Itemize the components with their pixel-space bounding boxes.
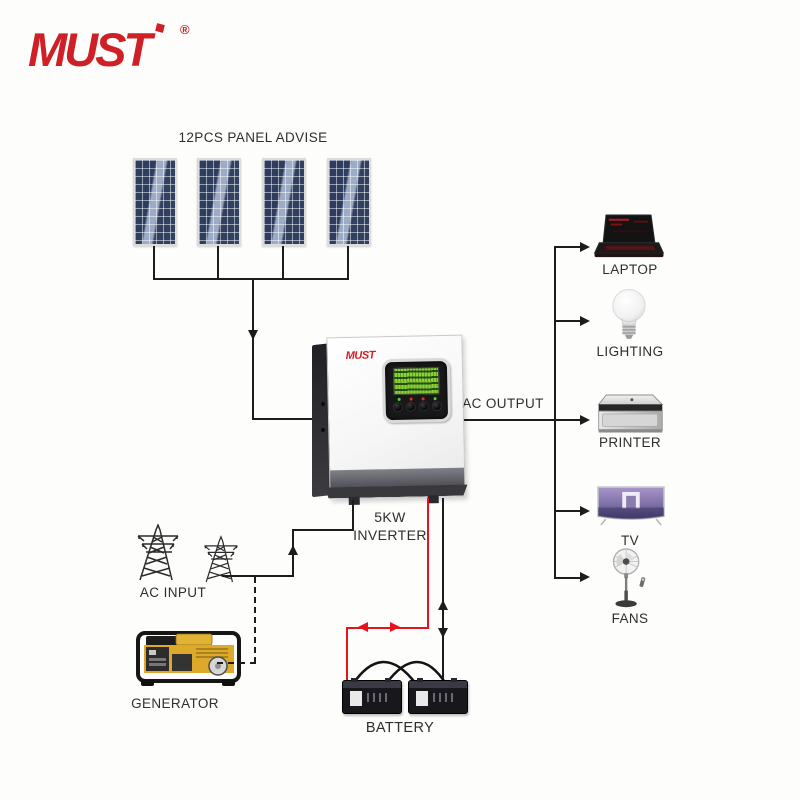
printer-icon — [597, 394, 664, 433]
registered-trademark-icon: ® — [180, 22, 190, 37]
arrow-down-icon — [438, 628, 448, 638]
arrow-right-icon — [580, 506, 590, 516]
side-port-dot — [321, 427, 325, 433]
pv-to-inverter-wire — [252, 418, 330, 420]
inverter-brand-logo: MUST — [345, 349, 376, 363]
lighting-branch-wire — [554, 320, 582, 322]
laptop-icon — [593, 214, 665, 258]
generator-label: GENERATOR — [131, 696, 219, 711]
status-led-icon — [433, 397, 437, 401]
battery-positive-wire — [346, 627, 429, 629]
solar-panel — [327, 158, 371, 246]
ac-output-label: AC OUTPUT — [462, 396, 544, 411]
arrow-left-icon — [358, 622, 368, 632]
solar-panel — [262, 158, 306, 246]
battery-terminal — [451, 678, 457, 682]
battery-negative-wire — [442, 498, 444, 685]
battery-positive-wire — [346, 627, 348, 685]
inverter-type: INVERTER — [353, 527, 427, 543]
solar-panel — [197, 158, 241, 246]
tv-label: TV — [620, 533, 640, 548]
lighting-label: LIGHTING — [596, 344, 664, 359]
arrow-up-icon — [288, 545, 298, 555]
bulb-icon — [612, 289, 646, 339]
printer-label: PRINTER — [598, 435, 662, 450]
ac-input-wire — [292, 529, 354, 531]
arrow-right-icon — [580, 242, 590, 252]
battery-link-cables — [351, 660, 448, 686]
status-led-icon — [397, 397, 401, 401]
battery-unit — [342, 678, 402, 714]
pv-to-inverter-wire — [252, 278, 254, 420]
display-button-row — [391, 401, 443, 413]
arrow-down-icon — [248, 330, 258, 340]
battery-markings — [433, 693, 455, 702]
ac-output-branch-wire — [554, 246, 556, 579]
inverter-front-panel: MUST — [326, 334, 465, 506]
arrow-up-icon — [438, 600, 448, 610]
generator-wire-dashed — [254, 577, 256, 663]
logo-tee-dot — [155, 23, 165, 33]
generator-wire-dashed — [217, 662, 256, 664]
pv-wire — [217, 246, 219, 280]
arrow-right-icon — [580, 316, 590, 326]
laptop-label: LAPTOP — [602, 262, 658, 277]
display-button — [405, 401, 416, 412]
solar-panel — [133, 158, 177, 246]
display-button — [392, 401, 403, 413]
battery-terminal — [385, 678, 391, 682]
inverter-unit: MUST — [312, 334, 465, 512]
arrow-right-icon — [580, 415, 590, 425]
inverter-display-module — [381, 357, 452, 424]
fan-icon — [612, 548, 646, 608]
pv-wire — [282, 246, 284, 280]
generator-icon — [136, 631, 241, 686]
ac-input-wire — [352, 500, 354, 531]
pv-wire — [347, 246, 349, 280]
inverter-foot — [427, 495, 439, 504]
battery-unit — [408, 678, 468, 714]
lcd-screen — [392, 367, 440, 396]
fans-label: FANS — [611, 611, 649, 626]
arrow-right-icon — [390, 622, 400, 632]
brand-logo: MUST ® — [28, 20, 208, 84]
battery-terminal — [417, 678, 423, 682]
tv-icon — [597, 486, 665, 526]
arrow-right-icon — [580, 572, 590, 582]
pv-bus-wire — [153, 278, 349, 280]
battery-sticker — [350, 691, 362, 706]
display-button — [431, 401, 442, 412]
fans-branch-wire — [554, 577, 582, 579]
laptop-branch-wire — [554, 246, 582, 248]
battery-positive-wire — [427, 498, 429, 629]
inverter-name-label: 5KW INVERTER — [340, 508, 440, 544]
status-led-icon — [421, 397, 425, 401]
battery-markings — [367, 693, 389, 702]
inverter-foot — [348, 496, 360, 506]
ac-input-wire — [222, 575, 294, 577]
tv-branch-wire — [554, 510, 582, 512]
ac-input-label: AC INPUT — [139, 585, 207, 600]
ac-output-wire — [450, 419, 582, 421]
battery-label: BATTERY — [365, 720, 435, 736]
battery-sticker — [416, 691, 428, 706]
side-port-dot — [321, 401, 325, 407]
status-led-icon — [409, 397, 413, 401]
battery-terminal — [351, 678, 357, 682]
inverter-power-rating: 5KW — [374, 509, 406, 525]
brand-logo-text: MUST — [28, 23, 152, 76]
display-button — [418, 401, 429, 412]
solar-array-label: 12PCS PANEL ADVISE — [178, 130, 328, 145]
pv-wire — [153, 246, 155, 280]
